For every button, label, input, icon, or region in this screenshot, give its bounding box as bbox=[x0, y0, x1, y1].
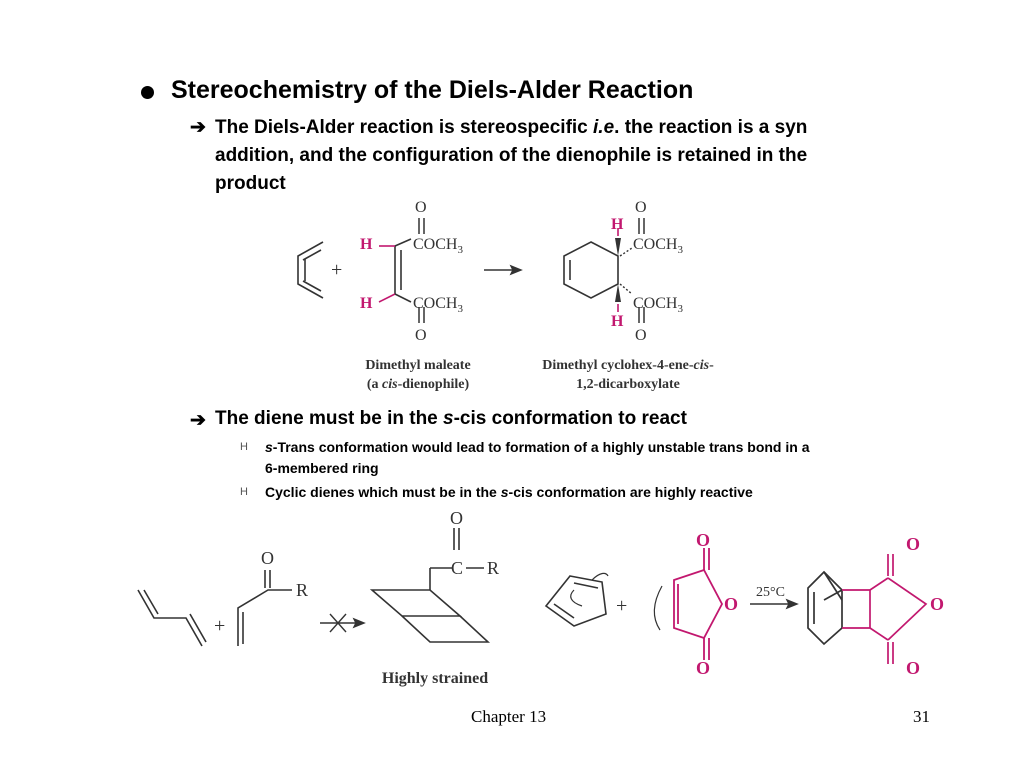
bullet-dot bbox=[141, 86, 154, 99]
cyclohexene-product-structure: O O H H COCH3 COCH3 bbox=[563, 199, 683, 344]
svg-text:O: O bbox=[696, 530, 710, 550]
s-trans-butadiene-structure bbox=[137, 589, 207, 647]
dimethyl-maleate-structure: O O H H COCH3 COCH3 bbox=[360, 199, 463, 344]
diels-alder-figure-2: + O R O C R Highly strained + bbox=[137, 510, 944, 687]
h-label: H bbox=[611, 313, 624, 330]
enone-structure bbox=[237, 570, 292, 646]
label-product-dicarboxylate: 1,2-dicarboxylate bbox=[576, 377, 680, 392]
reaction-arrow bbox=[484, 264, 523, 276]
strained-ring-structure bbox=[369, 528, 491, 643]
svg-text:O: O bbox=[635, 199, 647, 216]
svg-text:O: O bbox=[906, 534, 920, 554]
svg-text:R: R bbox=[296, 580, 308, 600]
maleic-anhydride-structure bbox=[653, 548, 724, 660]
norbornene-adduct-structure bbox=[807, 554, 928, 664]
svg-text:COCH3: COCH3 bbox=[633, 236, 683, 256]
svg-text:R: R bbox=[487, 558, 499, 578]
svg-text:O: O bbox=[635, 327, 647, 344]
svg-text:O: O bbox=[261, 548, 274, 568]
svg-text:O: O bbox=[906, 658, 920, 678]
label-product-name: Dimethyl cyclohex-4-ene-cis- bbox=[542, 358, 714, 373]
arrow-bullet-icon: ➔ bbox=[190, 117, 206, 138]
arrow-bullet-icon: ➔ bbox=[190, 410, 206, 431]
point-1-line-1: The Diels-Alder reaction is stereospecif… bbox=[215, 117, 808, 138]
temperature-label: 25°C bbox=[756, 585, 785, 600]
svg-text:C: C bbox=[451, 558, 463, 578]
h-bullet-icon: H bbox=[240, 486, 248, 498]
svg-text:+: + bbox=[214, 615, 225, 637]
label-dimethyl-maleate: Dimethyl maleate bbox=[365, 358, 470, 373]
footer-chapter: Chapter 13 bbox=[471, 707, 547, 726]
point-1: The Diels-Alder reaction is stereospecif… bbox=[215, 114, 807, 198]
svg-text:+: + bbox=[616, 595, 627, 617]
point-1-line-2: addition, and the configuration of the d… bbox=[215, 145, 808, 166]
reaction-arrow bbox=[750, 598, 799, 610]
svg-text:O: O bbox=[724, 594, 738, 614]
h-label: H bbox=[611, 216, 624, 233]
crossed-arrow-icon bbox=[320, 613, 366, 633]
diels-alder-figure-1: + O O H H COCH3 COCH3 O bbox=[297, 199, 714, 392]
cyclopentadiene-structure bbox=[544, 572, 609, 627]
footer-page-number: 31 bbox=[913, 707, 930, 726]
svg-text:COCH3: COCH3 bbox=[633, 295, 683, 315]
h-bullet-icon: H bbox=[240, 441, 248, 453]
point-1-line-3: product bbox=[215, 173, 286, 194]
svg-text:COCH3: COCH3 bbox=[413, 236, 463, 256]
label-cis-dienophile: (a cis-dienophile) bbox=[367, 377, 470, 392]
subpoint-2: Cyclic dienes which must be in the s-cis… bbox=[265, 484, 753, 500]
butadiene-structure bbox=[297, 241, 324, 299]
plus-sign: + bbox=[331, 259, 342, 281]
h-label: H bbox=[360, 236, 373, 253]
subpoint-1: s-Trans conformation would lead to forma… bbox=[265, 439, 810, 476]
h-label: H bbox=[360, 295, 373, 312]
point-2: The diene must be in the s-cis conformat… bbox=[215, 408, 687, 429]
svg-text:O: O bbox=[415, 199, 427, 216]
svg-text:O: O bbox=[415, 327, 427, 344]
svg-text:O: O bbox=[930, 594, 944, 614]
svg-text:COCH3: COCH3 bbox=[413, 295, 463, 315]
svg-text:O: O bbox=[696, 658, 710, 678]
label-highly-strained: Highly strained bbox=[382, 670, 488, 687]
svg-text:O: O bbox=[450, 510, 463, 528]
